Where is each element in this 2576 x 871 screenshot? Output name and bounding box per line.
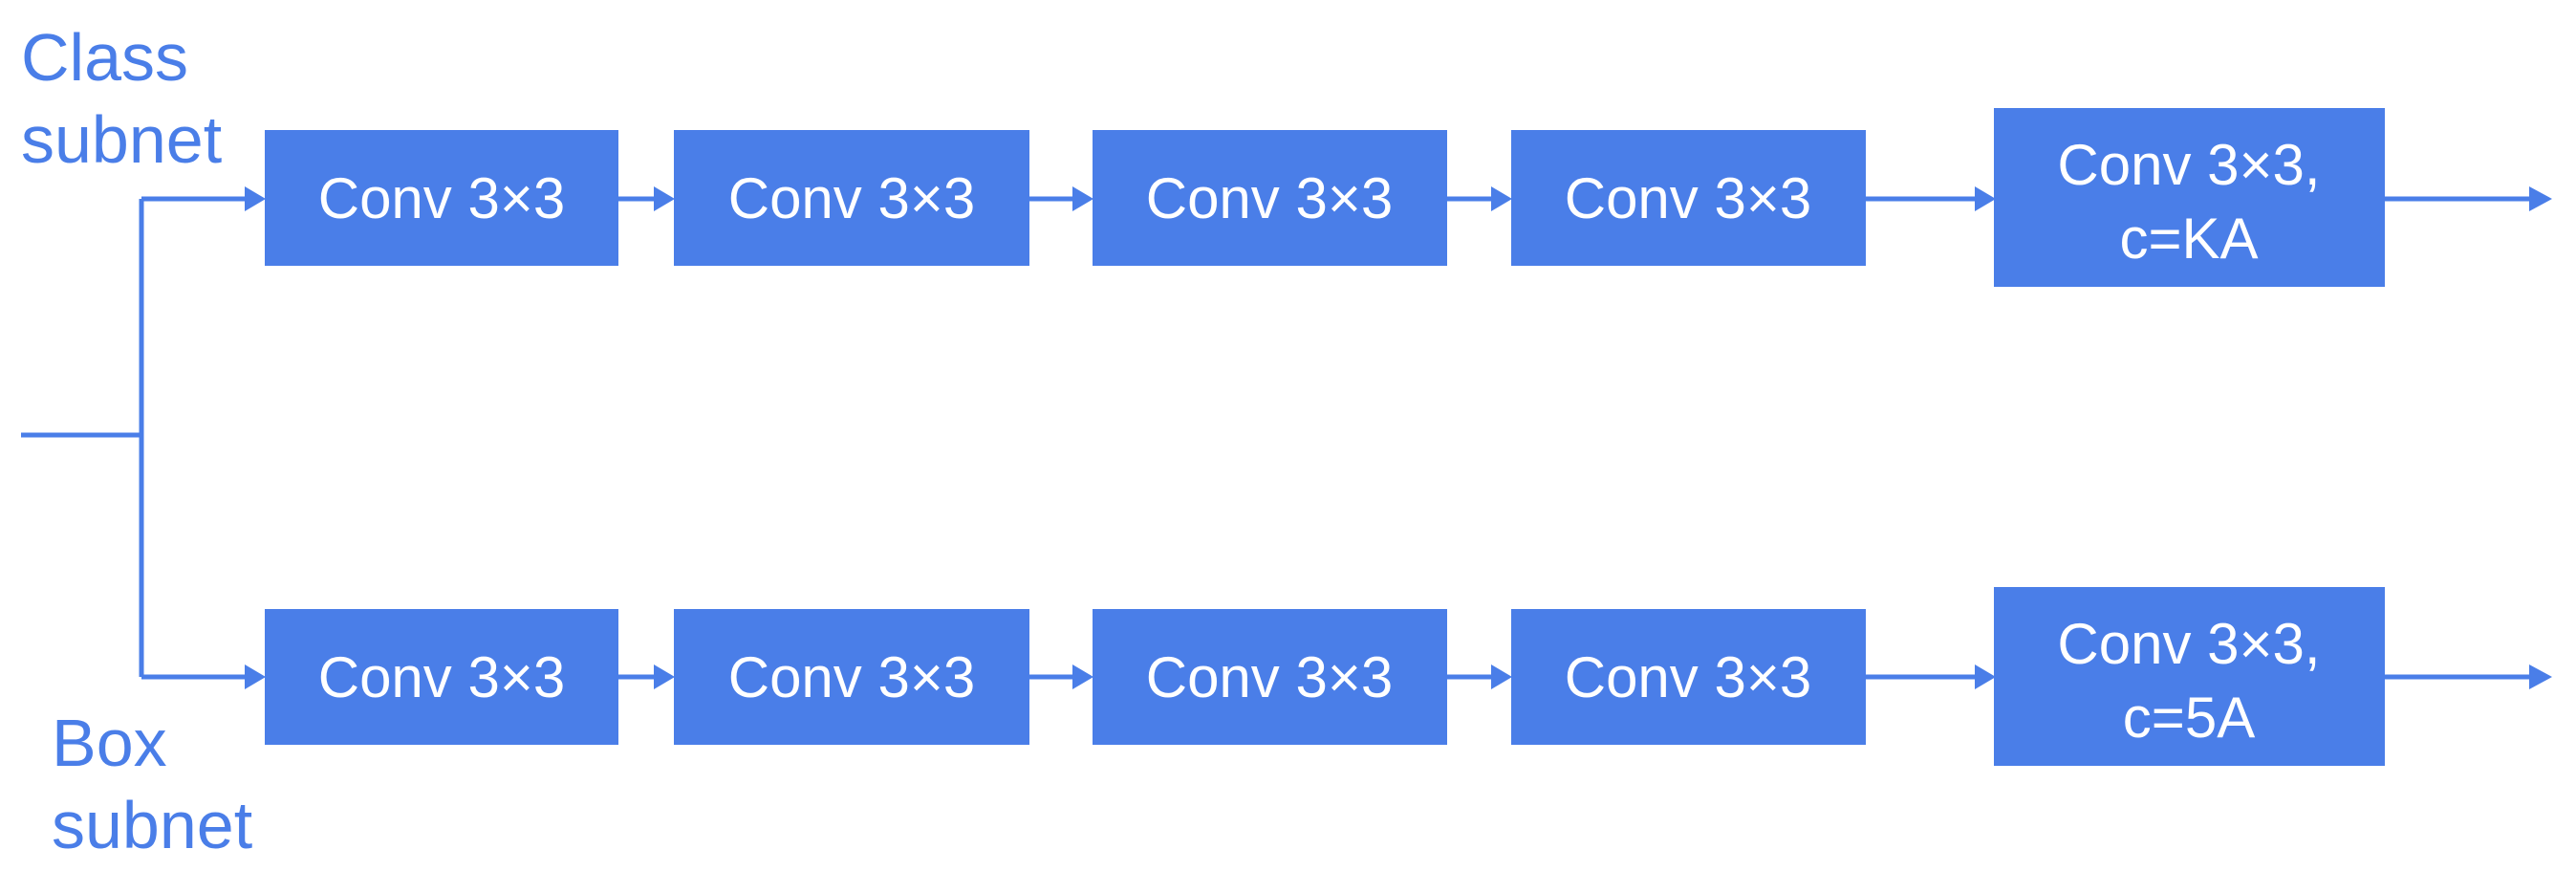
box-conv-block-2-label: Conv 3×3 [728, 645, 976, 709]
box-conv-block-4-box [1511, 609, 1866, 745]
box-input-arrowhead [245, 664, 266, 689]
box-conv-block: Conv 3×3 [265, 609, 618, 745]
class-subnet-label-line1: Class [21, 20, 188, 95]
box-output-block-line2: c=5A [2123, 686, 2255, 750]
class-conv-block-4-label: Conv 3×3 [1565, 166, 1812, 230]
class-output-block-box [1994, 108, 2385, 287]
box-output-block: Conv 3×3, c=5A [1994, 587, 2385, 766]
class-conv-block-4-box [1511, 130, 1866, 266]
class-output-arrowhead [2529, 186, 2552, 211]
box-conv-block-4-label: Conv 3×3 [1565, 645, 1812, 709]
class-conv-block: Conv 3×3 [1093, 130, 1447, 266]
box-conv-block-1-label: Conv 3×3 [318, 645, 566, 709]
class-conv-block-2-label: Conv 3×3 [728, 166, 976, 230]
box-conv-block: Conv 3×3 [1511, 609, 1866, 745]
box-conv-block-3-label: Conv 3×3 [1146, 645, 1394, 709]
box-arrowhead-3 [1491, 664, 1512, 689]
box-conv-block-3-box [1093, 609, 1447, 745]
class-conv-block: Conv 3×3 [674, 130, 1029, 266]
class-conv-block-3-box [1093, 130, 1447, 266]
box-conv-block: Conv 3×3 [1093, 609, 1447, 745]
class-arrowhead-3 [1491, 186, 1512, 211]
class-conv-block: Conv 3×3 [265, 130, 618, 266]
box-conv-block: Conv 3×3 [674, 609, 1029, 745]
box-conv-block-1-box [265, 609, 618, 745]
class-output-block-line1: Conv 3×3, [2057, 133, 2320, 197]
class-arrowhead-2 [1072, 186, 1093, 211]
class-input-arrowhead [245, 186, 266, 211]
box-output-block-line1: Conv 3×3, [2057, 612, 2320, 676]
box-arrowhead-2 [1072, 664, 1093, 689]
box-output-arrowhead [2529, 664, 2552, 689]
box-subnet-label-line1: Box [52, 706, 167, 780]
class-conv-block-2-box [674, 130, 1029, 266]
box-arrowhead-1 [654, 664, 675, 689]
class-conv-block-1-label: Conv 3×3 [318, 166, 566, 230]
class-arrowhead-1 [654, 186, 675, 211]
class-subnet-label-line2: subnet [21, 102, 222, 177]
class-conv-block-3-label: Conv 3×3 [1146, 166, 1394, 230]
class-conv-block: Conv 3×3 [1511, 130, 1866, 266]
box-output-block-box [1994, 587, 2385, 766]
class-arrowhead-4 [1975, 186, 1996, 211]
box-arrowhead-4 [1975, 664, 1996, 689]
box-subnet-label-line2: subnet [52, 788, 252, 862]
class-output-block: Conv 3×3, c=KA [1994, 108, 2385, 287]
class-subnet-row: Conv 3×3 Conv 3×3 Conv 3×3 Conv 3×3 Conv… [265, 108, 2552, 287]
class-conv-block-1-box [265, 130, 618, 266]
box-subnet-row: Conv 3×3 Conv 3×3 Conv 3×3 Conv 3×3 Conv… [265, 587, 2552, 766]
input-split-connector [21, 196, 249, 680]
class-output-block-line2: c=KA [2119, 207, 2258, 271]
box-conv-block-2-box [674, 609, 1029, 745]
